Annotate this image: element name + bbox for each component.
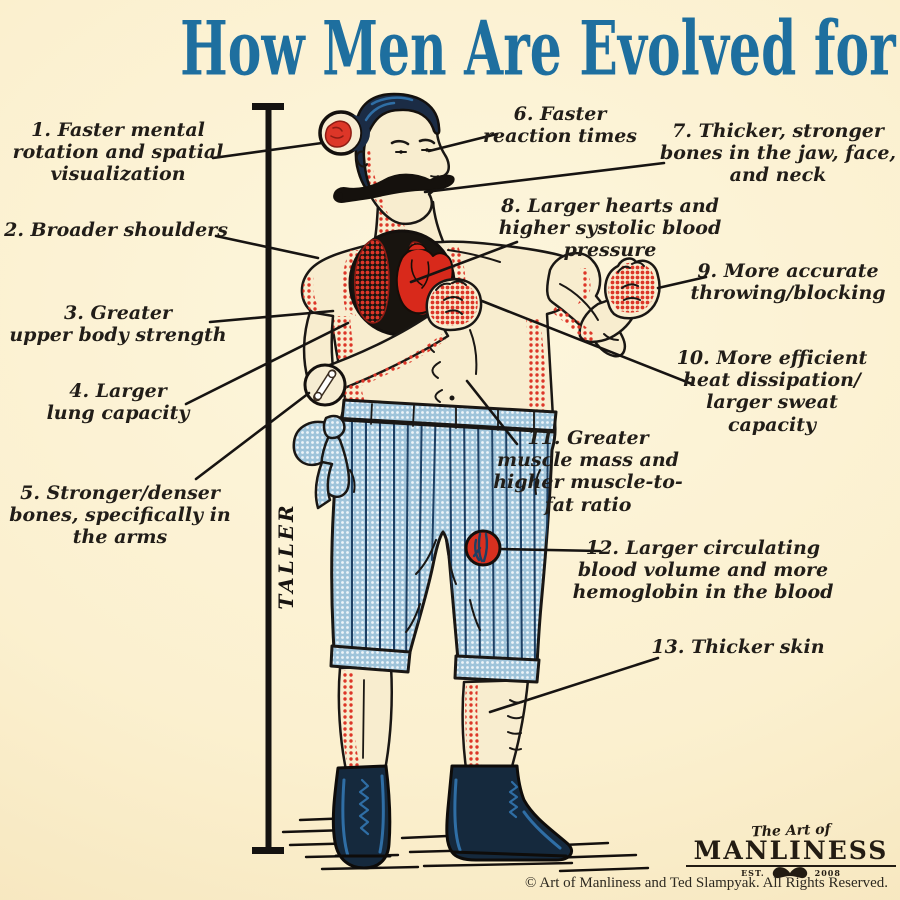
callout-label-6: 6. Faster reaction times bbox=[483, 103, 637, 147]
callout-line-text: hemoglobin in the blood bbox=[572, 581, 834, 604]
callout-line-text: higher systolic blood bbox=[498, 217, 722, 240]
taller-measure-label: TALLER bbox=[274, 502, 298, 610]
art-of-manliness-logo: The Art of MANLINESS EST. 2008 bbox=[686, 822, 896, 881]
callout-line-text: heat dissipation/ bbox=[683, 369, 861, 392]
callout-line-text: 5. Stronger/denser bbox=[20, 482, 220, 504]
callout-line-text: bones, specifically in bbox=[9, 504, 231, 527]
callout-line-text: capacity bbox=[727, 413, 817, 436]
logo-est-row: EST. 2008 bbox=[686, 865, 896, 881]
callout-label-4: 4. Larger lung capacity bbox=[47, 380, 190, 424]
callout-line-text: 1. Faster mental bbox=[31, 119, 205, 141]
callout-line-text: 7. Thicker, stronger bbox=[672, 120, 884, 142]
height-measure-line bbox=[252, 103, 284, 854]
callout-line-text: 2. Broader shoulders bbox=[4, 219, 228, 241]
callout-label-11: 11. Greater muscle mass and higher muscl… bbox=[493, 427, 683, 516]
logo-year-label: 2008 bbox=[814, 868, 841, 879]
trunks bbox=[292, 398, 558, 684]
copyright-text: © Art of Manliness and Ted Slampyak. All… bbox=[525, 875, 888, 891]
brain-cutaway bbox=[318, 110, 370, 156]
callout-line-text: lung capacity bbox=[46, 402, 190, 425]
callout-label-2: 2. Broader shoulders bbox=[4, 219, 228, 241]
logo-est-label: EST. bbox=[741, 868, 765, 879]
callout-label-3: 3. Greater upper body strength bbox=[9, 302, 226, 346]
callout-line-text: rotation and spatial bbox=[12, 141, 224, 164]
callout-line-text: 4. Larger bbox=[69, 380, 167, 402]
callout-line-text: 10. More efficient bbox=[676, 347, 868, 369]
callout-line-text: 8. Larger hearts and bbox=[501, 195, 719, 217]
callout-line-text: 6. Faster bbox=[513, 103, 607, 125]
callout-line-text: visualization bbox=[50, 163, 186, 186]
callout-line-text: bones in the jaw, face, bbox=[659, 142, 897, 165]
callout-line-text: blood volume and more bbox=[577, 559, 829, 582]
callout-line-text: fat ratio bbox=[544, 493, 632, 516]
callout-line-text: and neck bbox=[729, 164, 827, 187]
forearm-bone-cutaway bbox=[303, 363, 347, 407]
callout-line-text: throwing/blocking bbox=[690, 282, 886, 305]
callout-line-text: higher muscle-to- bbox=[493, 471, 683, 494]
callout-line-text: upper body strength bbox=[9, 324, 227, 347]
callout-label-13: 13. Thicker skin bbox=[651, 636, 824, 658]
head bbox=[333, 92, 455, 226]
logo-wordmark: MANLINESS bbox=[693, 836, 889, 865]
callout-label-9: 9. More accurate throwing/blocking bbox=[690, 260, 885, 304]
callout-line-text: 9. More accurate bbox=[697, 260, 879, 282]
callout-line-text: pressure bbox=[563, 239, 657, 262]
mustache-icon bbox=[772, 867, 807, 879]
callout-line-text: 12. Larger circulating bbox=[585, 537, 821, 559]
callout-label-10: 10. More efficient heat dissipation/ lar… bbox=[677, 347, 868, 436]
callout-line-text: larger sweat bbox=[706, 391, 838, 414]
page-title-text: How Men Are Evolved for Fighting bbox=[180, 5, 900, 94]
callout-label-7: 7. Thicker, stronger bones in the jaw, f… bbox=[660, 120, 896, 187]
logo-divider bbox=[686, 865, 896, 868]
boxer-figure bbox=[292, 92, 661, 870]
callout-lines bbox=[184, 132, 708, 714]
legs bbox=[337, 664, 530, 784]
callout-label-5: 5. Stronger/denser bones, specifically i… bbox=[9, 482, 230, 549]
callout-label-1: 1. Faster mental rotation and spatial vi… bbox=[13, 119, 224, 186]
callout-line-text: 13. Thicker skin bbox=[651, 636, 825, 658]
callout-label-12: 12. Larger circulating blood volume and … bbox=[573, 537, 834, 604]
callout-line-text: the arms bbox=[72, 526, 168, 549]
callout-line-text: muscle mass and bbox=[497, 449, 679, 472]
page-title: How Men Are Evolved for Fighting bbox=[0, 12, 900, 87]
extended-arm bbox=[546, 251, 661, 358]
thigh-blood-cutaway bbox=[464, 529, 502, 567]
boots bbox=[331, 764, 573, 870]
callout-line-text: 11. Greater bbox=[527, 427, 649, 449]
callout-line-text: reaction times bbox=[483, 125, 637, 148]
callout-line-text: 3. Greater bbox=[64, 302, 172, 324]
callout-label-8: 8. Larger hearts and higher systolic blo… bbox=[499, 195, 721, 262]
